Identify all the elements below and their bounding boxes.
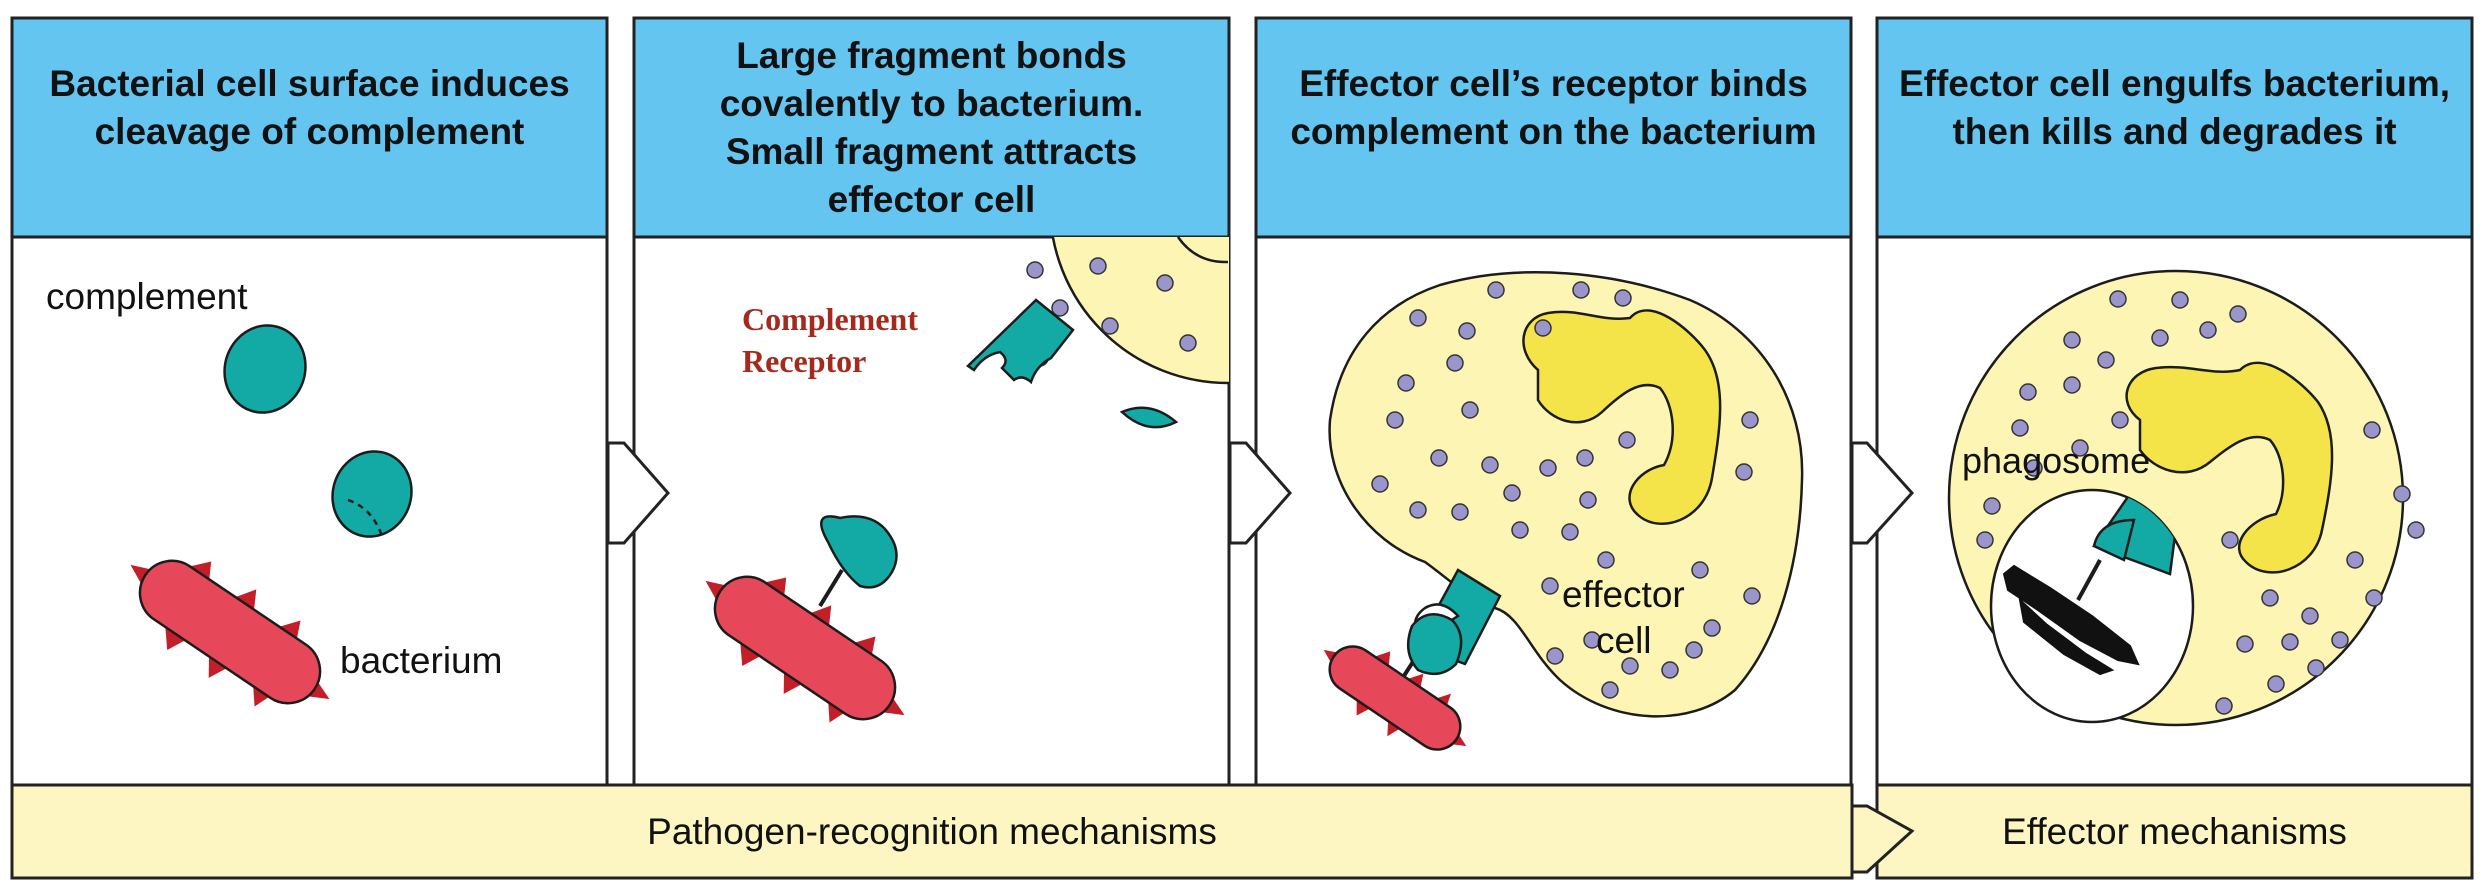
effector-label: effector bbox=[1562, 574, 1685, 615]
complement-cleaving bbox=[331, 450, 413, 538]
effector-mechanisms-label: Effector mechanisms bbox=[2002, 810, 2347, 852]
bacterium-1 bbox=[130, 559, 330, 707]
effector-cell-partial bbox=[1026, 237, 1229, 385]
complement-receptor-2 bbox=[966, 298, 1075, 385]
arrow-3-to-4 bbox=[1850, 441, 1915, 545]
panel-4-heading: Effector cell engulfs bacterium, then ki… bbox=[1898, 63, 2451, 152]
mechanisms-arrow bbox=[1850, 804, 1915, 874]
effector-cell-3 bbox=[1328, 271, 1804, 718]
panel-2-heading: Large fragment bonds covalently to bacte… bbox=[719, 34, 1144, 220]
pathogen-recognition-label: Pathogen-recognition mechanisms bbox=[647, 810, 1217, 852]
phagosome bbox=[1989, 488, 2195, 724]
arrow-2-to-3 bbox=[1228, 441, 1292, 545]
complement-label: complement bbox=[46, 276, 248, 317]
cell-label: cell bbox=[1596, 620, 1652, 661]
panel-3-heading: Effector cell’s receptor binds complemen… bbox=[1290, 63, 1817, 152]
complement-receptor-label: Complement Receptor bbox=[742, 301, 918, 379]
complement-intact bbox=[223, 324, 307, 414]
small-fragment bbox=[1119, 406, 1179, 429]
bacterium-2 bbox=[705, 575, 905, 723]
panel-1-heading: Bacterial cell surface induces cleavage … bbox=[49, 63, 570, 152]
bound-complement bbox=[818, 515, 898, 608]
panel-2-frame bbox=[632, 16, 1231, 787]
bacterium-label: bacterium bbox=[340, 640, 503, 681]
phagosome-label: phagosome bbox=[1962, 440, 2151, 481]
mechanisms-bands bbox=[10, 783, 2474, 880]
bacterium-3 bbox=[1323, 645, 1467, 751]
degraded-bacterium bbox=[2002, 564, 2140, 676]
arrow-1-to-2 bbox=[606, 441, 670, 545]
